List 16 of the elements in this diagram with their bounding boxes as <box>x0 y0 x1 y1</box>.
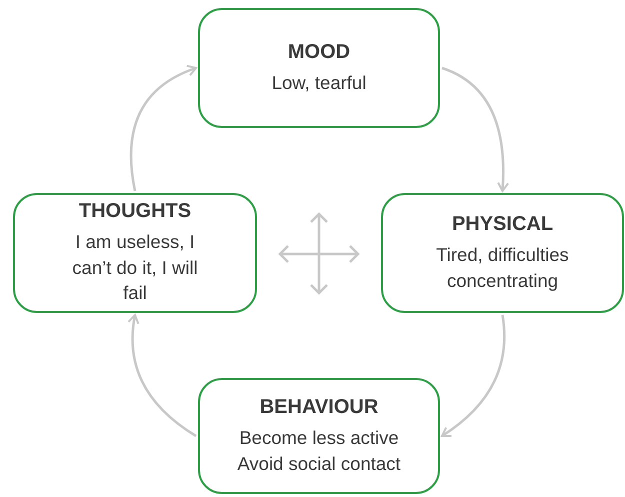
node-text: Become less active Avoid social contact <box>236 426 402 476</box>
curved-arrow <box>128 314 197 438</box>
curved-arrow <box>130 65 197 192</box>
curved-arrow <box>442 66 509 192</box>
node-text: Tired, difficulties concentrating <box>435 242 570 293</box>
node-heading: PHYSICAL <box>452 212 554 236</box>
process-box <box>198 378 440 494</box>
process-box <box>381 193 624 313</box>
node-heading: BEHAVIOUR <box>260 396 378 419</box>
process-box <box>198 8 440 128</box>
process-box <box>13 193 257 313</box>
node-heading: MOOD <box>288 40 350 64</box>
node-text: Low, tearful <box>272 70 366 95</box>
node-heading: THOUGHTS <box>78 200 192 223</box>
node-text: I am useless, I can’t do it, I will fail <box>71 230 199 306</box>
curved-arrow <box>441 314 506 438</box>
